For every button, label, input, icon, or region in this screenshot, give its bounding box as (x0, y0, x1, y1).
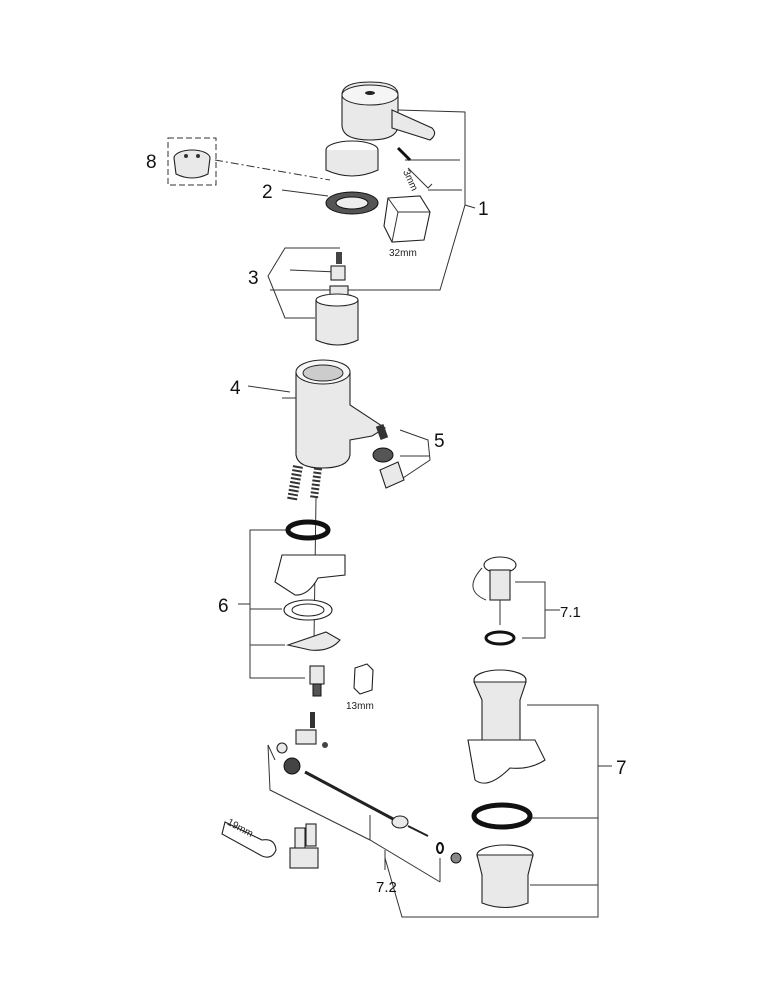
callout-7-1: 7.1 (560, 604, 581, 621)
popup-waste-part-7 (467, 556, 546, 909)
cap-part-8 (167, 137, 217, 186)
wrench-32mm-icon (383, 195, 431, 243)
callout-3: 3 (248, 268, 259, 289)
callout-7-2: 7.2 (376, 879, 397, 896)
nut-ring-part-2 (325, 191, 379, 215)
pull-rod-linkage-part-7-2 (276, 712, 462, 864)
handle-lever-part-1 (341, 81, 436, 189)
leader-lines (214, 109, 612, 918)
callout-labels: 1 2 3 4 5 6 7 7.1 7.2 8 (146, 152, 627, 896)
label-32mm: 32mm (389, 248, 417, 259)
callout-8: 8 (146, 152, 157, 173)
aerator-part-5 (372, 424, 405, 489)
cartridge-part-3 (315, 252, 359, 346)
callout-6: 6 (218, 596, 229, 617)
label-3mm: 3mm (400, 168, 419, 193)
faucet-body-part-4 (282, 359, 387, 641)
cap-skirt (325, 140, 379, 177)
wrench-19mm-icon (221, 821, 277, 858)
callout-7: 7 (616, 758, 627, 779)
mounting-set-part-6 (274, 519, 346, 697)
label-13mm: 13mm (346, 701, 374, 712)
angle-valves (289, 823, 319, 869)
wrench-13mm-icon (353, 663, 374, 695)
callout-5: 5 (434, 431, 445, 452)
callout-1: 1 (478, 199, 489, 220)
callout-2: 2 (262, 182, 273, 203)
callout-4: 4 (230, 378, 241, 399)
